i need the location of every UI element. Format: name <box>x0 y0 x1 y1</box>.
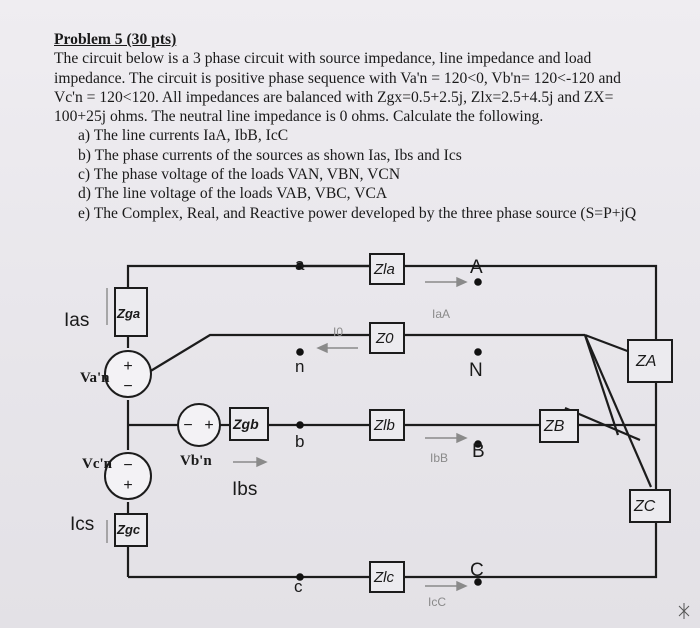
node-labels: a n b c A N B C <box>294 255 485 596</box>
line-and-load-impedances <box>369 253 673 593</box>
circuit-wires <box>126 264 658 579</box>
circuit-nodes <box>296 262 482 586</box>
problem-line-4: 100+25j ohms. The neutral line impedance… <box>54 108 544 126</box>
problem-line-1: The circuit below is a 3 phase circuit w… <box>54 50 592 68</box>
label-iaA: IaA <box>432 307 450 321</box>
label-node-b: b <box>295 432 304 451</box>
ibB-arrow-head <box>456 432 468 444</box>
label-ias: Ias <box>64 310 89 331</box>
vc-minus: − <box>123 457 132 474</box>
ibs-arrow-head <box>256 456 268 468</box>
task-a: a) The line currents IaA, IbB, IcC <box>78 127 289 145</box>
task-e: e) The Complex, Real, and Reactive power… <box>78 204 637 222</box>
node-N-dot <box>474 348 482 356</box>
corner-mark-icon <box>678 603 690 619</box>
vc-plus: + <box>123 477 132 494</box>
node-n-dot <box>296 348 304 356</box>
label-zla: Zla <box>373 261 395 278</box>
label-node-n: n <box>295 357 304 376</box>
zlc-box <box>369 561 405 593</box>
za-box <box>627 339 673 383</box>
label-va-n: Va'n <box>80 370 110 386</box>
label-zlb: Zlb <box>373 417 395 434</box>
node-A-dot <box>474 278 482 286</box>
iaA-arrow-head <box>456 276 468 288</box>
vb-plus: + <box>204 417 213 434</box>
task-list: a) The line currents IaA, IbB, IcC b) Th… <box>54 126 694 222</box>
voltage-sources <box>104 350 221 500</box>
node-C-dot <box>474 578 482 586</box>
problem-line-3: Vc'n = 120<120. All impedances are balan… <box>54 88 614 106</box>
label-node-B: B <box>472 441 485 462</box>
label-node-C: C <box>470 560 484 581</box>
label-ibB: IbB <box>430 451 448 465</box>
polarity-marks: + − − + − + <box>123 358 213 494</box>
vb-minus: − <box>183 417 192 434</box>
zc-box <box>629 489 671 523</box>
node-B-dot <box>474 440 482 448</box>
impedance-labels: Zla Z0 Zlb Zlc ZA ZB ZC Zga Zgb Zgc <box>116 261 656 586</box>
source-impedances <box>114 287 269 547</box>
label-ibs: Ibs <box>232 479 257 500</box>
label-za: ZA <box>635 353 656 370</box>
node-c-dot <box>296 573 304 581</box>
source-labels: Va'n Vc'n Vb'n <box>80 370 212 472</box>
label-node-A: A <box>470 257 483 278</box>
task-c: c) The phase voltage of the loads VAN, V… <box>78 166 401 184</box>
label-i0: I0 <box>333 325 343 339</box>
label-icC: IcC <box>428 595 446 609</box>
current-labels: Ias Ibs Ics I0 IaA IbB IcC <box>64 307 450 609</box>
problem-line-2: impedance. The circuit is positive phase… <box>54 69 621 87</box>
label-zga: Zga <box>116 306 140 321</box>
label-zc: ZC <box>633 498 656 515</box>
label-node-c: c <box>294 577 303 596</box>
current-arrows <box>106 276 468 592</box>
label-zgb: Zgb <box>232 416 259 432</box>
node-a-dot <box>296 262 304 270</box>
problem-title: Problem 5 (30 pts) <box>54 31 177 48</box>
source-vc-circle <box>104 452 152 500</box>
label-zb: ZB <box>543 418 565 435</box>
z0-box <box>369 322 405 354</box>
zga-box <box>114 287 148 337</box>
i0-arrow-head <box>316 342 328 354</box>
node-b-dot <box>296 421 304 429</box>
zgb-box <box>229 407 269 441</box>
problem-statement: Problem 5 (30 pts) The circuit below is … <box>54 30 694 223</box>
va-minus: − <box>123 378 132 395</box>
label-ics: Ics <box>70 514 94 535</box>
icC-arrow-head <box>456 580 468 592</box>
zgc-box <box>114 513 148 547</box>
source-va-circle <box>104 350 152 398</box>
task-b: b) The phase currents of the sources as … <box>78 146 462 164</box>
label-node-a: a <box>295 255 305 274</box>
label-zlc: Zlc <box>373 569 394 586</box>
label-node-N: N <box>469 360 483 381</box>
zb-box <box>539 409 579 443</box>
zlb-box <box>369 409 405 441</box>
zla-box <box>369 253 405 285</box>
task-d: d) The line voltage of the loads VAB, VB… <box>78 185 388 203</box>
label-vb-n: Vb'n <box>180 453 212 469</box>
label-zgc: Zgc <box>116 522 141 537</box>
label-vc-n: Vc'n <box>82 456 113 472</box>
label-z0: Z0 <box>375 330 394 347</box>
va-plus: + <box>123 358 132 375</box>
source-vb-circle <box>177 403 221 447</box>
